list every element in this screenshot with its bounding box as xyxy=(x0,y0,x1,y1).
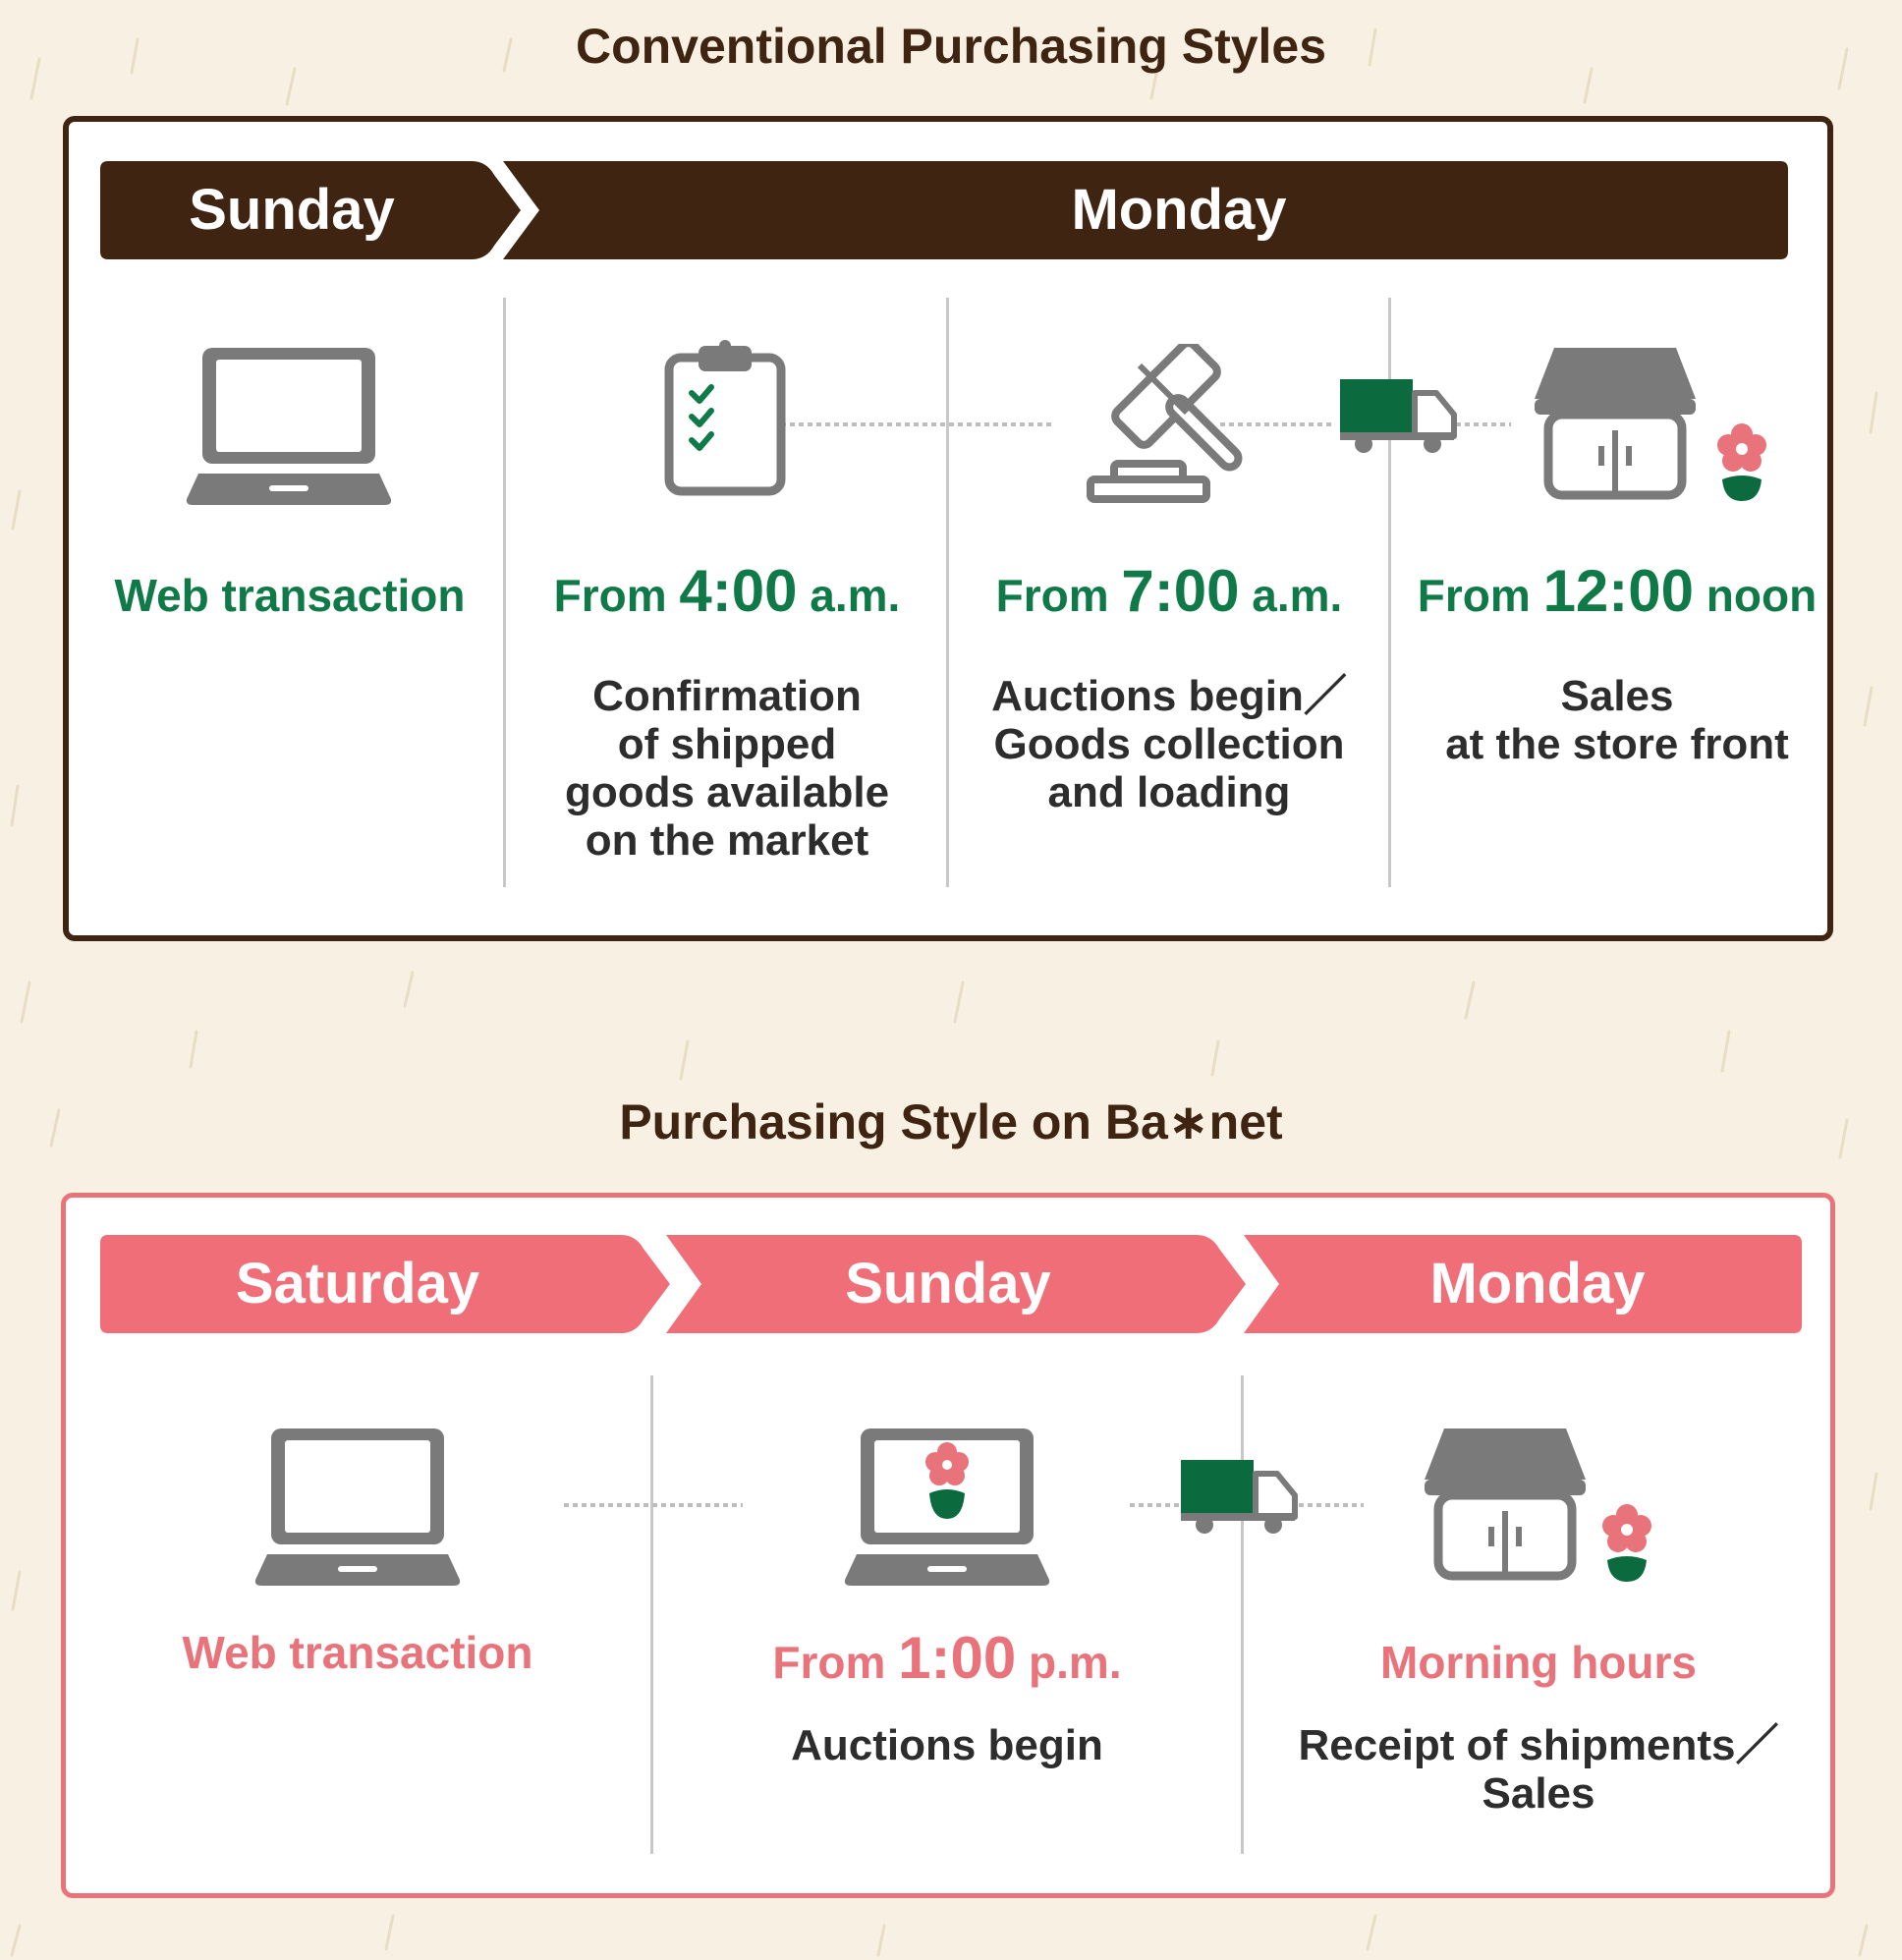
time-prefix: From xyxy=(772,1637,899,1688)
desc-line: goods available xyxy=(564,768,890,816)
column-divider xyxy=(1241,1375,1244,1854)
conventional-day-bar xyxy=(100,161,1788,259)
desc-line: Sales xyxy=(1482,1769,1595,1818)
clipboard-checklist-icon xyxy=(664,340,786,496)
dotted-connector xyxy=(564,1503,743,1507)
column-divider xyxy=(946,298,949,887)
storefront-icon xyxy=(1535,348,1696,500)
gavel-icon xyxy=(1087,344,1243,503)
time-suffix: noon xyxy=(1694,570,1818,621)
step-desc-sales: Sales at the store front xyxy=(1393,672,1841,768)
step-desc-auctions: Auctions begin／ Goods collection and loa… xyxy=(953,672,1385,816)
dotted-connector xyxy=(1220,422,1334,426)
dotted-connector xyxy=(1130,1503,1179,1507)
step-desc-receipt-sales: Receipt of shipments／ Sales xyxy=(1246,1721,1831,1818)
step-time-7am: From 7:00 a.m. xyxy=(953,562,1385,625)
desc-line: Receipt of shipments／ xyxy=(1298,1721,1779,1769)
time-suffix: a.m. xyxy=(797,570,901,621)
truck-icon xyxy=(1181,1460,1298,1534)
time-value: 1:00 xyxy=(898,1625,1017,1691)
step-time-12noon: From 12:00 noon xyxy=(1393,562,1841,625)
desc-line: on the market xyxy=(585,816,869,865)
time-prefix: From xyxy=(995,570,1122,621)
day-label-saturday: Saturday xyxy=(235,1252,480,1316)
day-label-monday: Monday xyxy=(1071,178,1287,242)
desc-line: of shipped xyxy=(617,720,837,768)
flower-icon xyxy=(1602,1504,1651,1582)
desc-line: Goods collection xyxy=(993,720,1345,768)
column-divider xyxy=(503,298,506,887)
column-divider xyxy=(650,1375,653,1854)
desc-line: at the store front xyxy=(1445,720,1789,768)
desc-line: and loading xyxy=(1047,768,1291,816)
laptop-icon xyxy=(254,1428,461,1586)
step-time-4am: From 4:00 a.m. xyxy=(511,562,943,625)
dotted-connector xyxy=(763,422,1054,426)
time-suffix: a.m. xyxy=(1239,570,1343,621)
day-label-monday: Monday xyxy=(1429,1252,1646,1316)
day-label-sunday: Sunday xyxy=(189,178,395,242)
time-prefix: From xyxy=(553,570,680,621)
laptop-icon xyxy=(186,348,392,505)
banet-day-bar xyxy=(100,1235,1802,1333)
desc-line: Auctions begin／ xyxy=(991,672,1347,720)
time-prefix: From xyxy=(1417,570,1543,621)
time-value: 12:00 xyxy=(1542,558,1695,624)
conventional-title: Conventional Purchasing Styles xyxy=(575,19,1327,74)
banet-title: Purchasing Style on Ba∗net xyxy=(619,1094,1283,1149)
step-time-1pm: From 1:00 p.m. xyxy=(656,1629,1238,1692)
storefront-icon xyxy=(1425,1428,1586,1581)
truck-icon xyxy=(1340,379,1457,453)
flower-icon xyxy=(1717,423,1766,501)
time-value: 7:00 xyxy=(1121,558,1240,624)
desc-line: Confirmation xyxy=(592,672,862,720)
dotted-connector xyxy=(1456,422,1511,426)
step-desc-auctions-begin: Auctions begin xyxy=(656,1721,1238,1769)
step-time-web-transaction: Web transaction xyxy=(182,1627,533,1678)
day-label-sunday: Sunday xyxy=(845,1252,1051,1316)
time-suffix: p.m. xyxy=(1016,1637,1122,1688)
step-time-morning-hours: Morning hours xyxy=(1380,1637,1697,1688)
step-time-web-transaction: Web transaction xyxy=(114,570,466,621)
laptop-flower-icon xyxy=(844,1428,1050,1586)
dotted-connector xyxy=(1299,1503,1364,1507)
column-divider xyxy=(1388,298,1391,887)
time-value: 4:00 xyxy=(679,558,798,624)
desc-line: Auctions begin xyxy=(791,1721,1103,1769)
step-desc-confirmation: Confirmation of shipped goods available … xyxy=(511,672,943,865)
desc-line: Sales xyxy=(1560,672,1674,720)
